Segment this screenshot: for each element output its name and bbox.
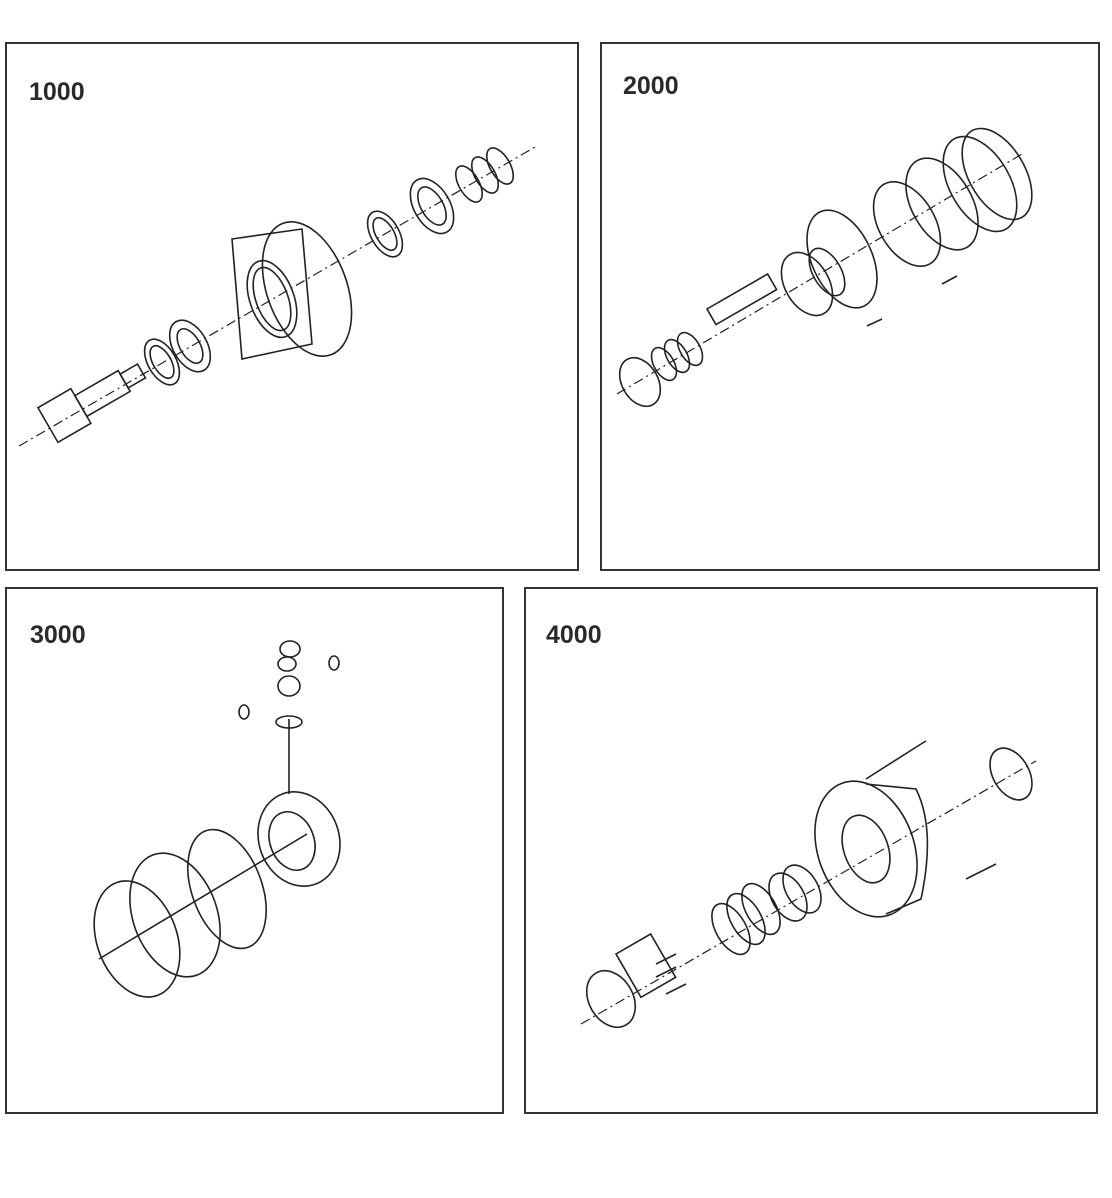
panel-label: 1000 <box>29 78 85 106</box>
exploded-view-rotor-housing <box>93 640 341 998</box>
panel-label: 3000 <box>30 621 86 649</box>
diagram-panel-2000[interactable]: 2000 <box>600 42 1100 571</box>
exploded-view-shaft-bearing-housing <box>18 146 536 447</box>
diagram-panel-3000[interactable]: 3000 <box>5 587 504 1114</box>
panel-label: 2000 <box>623 72 679 100</box>
panel-label: 4000 <box>546 621 602 649</box>
diagram-panel-4000[interactable]: 4000 <box>524 587 1098 1114</box>
exploded-view-end-cover <box>580 740 1037 1029</box>
diagram-panel-1000[interactable]: 1000 <box>5 42 579 571</box>
exploded-view-spring-valve-assembly <box>616 127 1033 408</box>
